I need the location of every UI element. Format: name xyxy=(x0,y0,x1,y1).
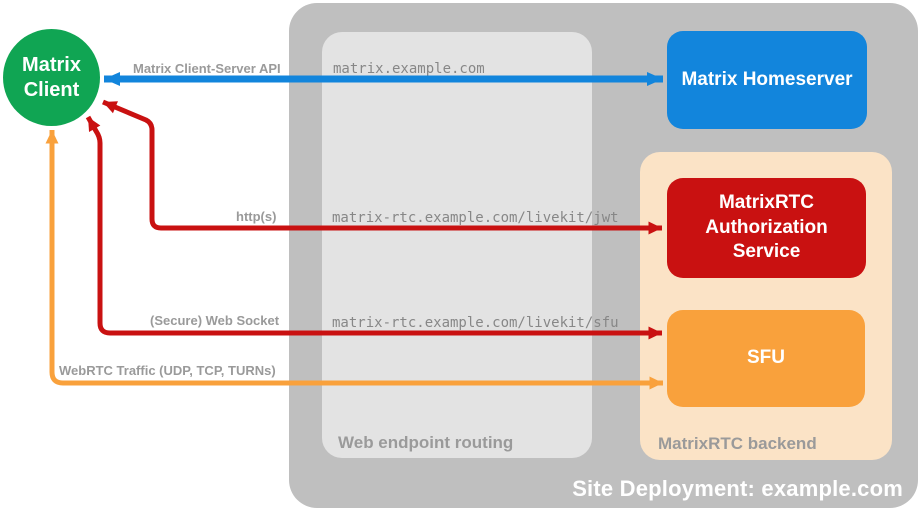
web-endpoint-routing-box: Web endpoint routing xyxy=(322,32,592,458)
route-label-livekit-jwt: matrix-rtc.example.com/livekit/jwt xyxy=(332,210,619,226)
sfu-node: SFU xyxy=(667,310,865,407)
web-socket-arrow-label: (Secure) Web Socket xyxy=(150,313,280,328)
route-label-matrix-domain: matrix.example.com xyxy=(333,61,485,77)
site-deployment-label: Site Deployment: example.com xyxy=(572,476,903,501)
matrix-homeserver-node: Matrix Homeserver xyxy=(667,31,867,129)
client-server-api-arrow-label: Matrix Client-Server API xyxy=(133,61,281,76)
matrixrtc-authorization-service-node: MatrixRTC Authorization Service xyxy=(667,178,866,278)
webrtc-traffic-arrow-label: WebRTC Traffic (UDP, TCP, TURNs) xyxy=(59,363,276,378)
matrixrtc-backend-label: MatrixRTC backend xyxy=(658,434,817,453)
web-endpoint-routing-label: Web endpoint routing xyxy=(338,433,514,452)
route-label-livekit-sfu: matrix-rtc.example.com/livekit/sfu xyxy=(332,315,619,331)
matrix-client-node: Matrix Client xyxy=(3,29,100,126)
https-arrow-label: http(s) xyxy=(236,209,277,224)
